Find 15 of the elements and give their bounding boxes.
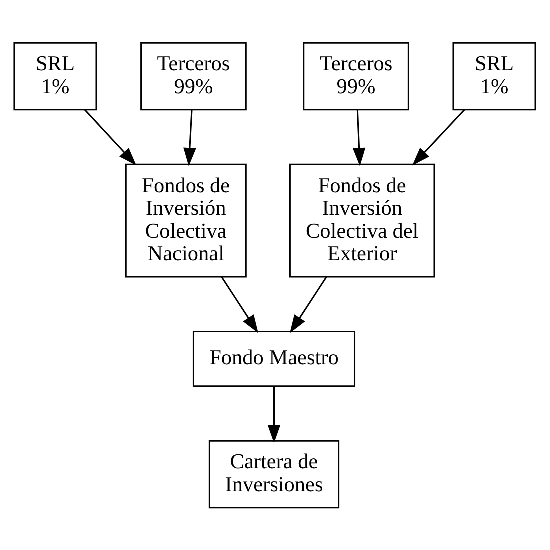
node-box: Fondo Maestro [192,330,356,387]
node-box: Terceros 99% [303,42,410,110]
node-box: SRL 1% [452,42,536,110]
node-box: Fondos de Inversión Colectiva Nacional [125,163,247,278]
arrow [412,109,466,166]
node-box: Cartera de Inversiones [208,440,340,508]
arrow [352,110,366,166]
arrow [184,110,196,166]
node-box: Fondos de Inversión Colectiva del Exterior [289,163,436,278]
arrow [221,276,259,333]
arrow [84,109,137,166]
arrow [268,386,281,443]
node-box: Terceros 99% [140,42,247,110]
node-box: SRL 1% [14,42,98,110]
arrow [290,276,328,333]
